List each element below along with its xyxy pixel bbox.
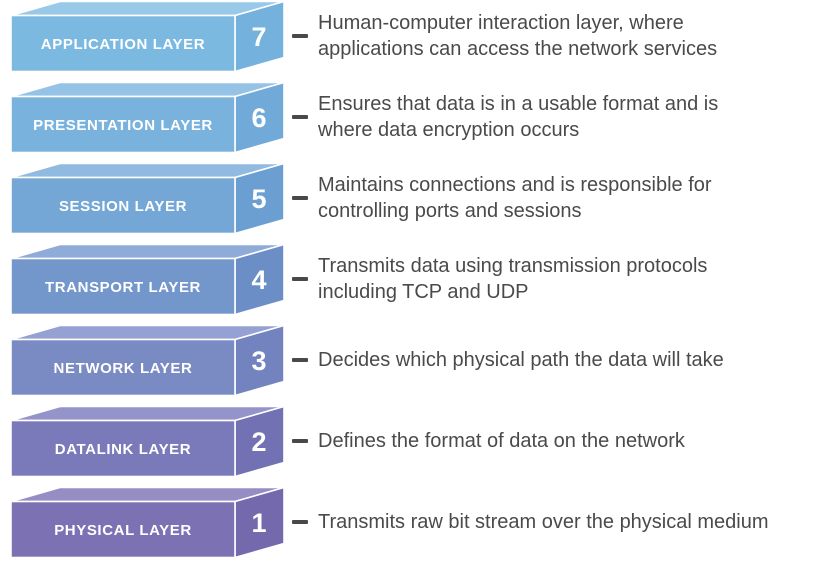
- layer-row-physical: PHYSICAL LAYER 1 Transmits raw bit strea…: [0, 486, 825, 558]
- layer-description-row: Maintains connections and is responsible…: [292, 162, 825, 234]
- box-front-face: [10, 338, 236, 396]
- layer-box-3d: PRESENTATION LAYER 6: [10, 81, 285, 153]
- layer-box-3d: PHYSICAL LAYER 1: [10, 486, 285, 558]
- layer-row-transport: TRANSPORT LAYER 4 Transmits data using t…: [0, 243, 825, 315]
- layer-row-datalink: DATALINK LAYER 2 Defines the format of d…: [0, 405, 825, 477]
- layer-number: 6: [251, 103, 266, 133]
- layer-description-row: Ensures that data is in a usable format …: [292, 81, 825, 153]
- layer-description: Decides which physical path the data wil…: [318, 349, 724, 371]
- layer-box-3d: NETWORK LAYER 3: [10, 324, 285, 396]
- layer-description: Ensures that data is in a usable format …: [318, 93, 719, 141]
- layer-description-row: Transmits data using transmission protoc…: [292, 243, 825, 315]
- box-front-face: [10, 257, 236, 315]
- layer-label: NETWORK LAYER: [54, 360, 193, 377]
- box-front-face: [10, 500, 236, 558]
- layer-label: DATALINK LAYER: [55, 441, 191, 458]
- dash-icon: [292, 520, 308, 524]
- layer-number: 1: [251, 508, 266, 538]
- layer-row-presentation: PRESENTATION LAYER 6 Ensures that data i…: [0, 81, 825, 153]
- layer-label: TRANSPORT LAYER: [45, 279, 201, 296]
- layer-box-3d: APPLICATION LAYER 7: [10, 0, 285, 72]
- layer-description-row: Transmits raw bit stream over the physic…: [292, 486, 825, 558]
- dash-icon: [292, 277, 308, 281]
- layer-description-row: Defines the format of data on the networ…: [292, 405, 825, 477]
- layer-number: 5: [251, 184, 266, 214]
- layer-box-3d: SESSION LAYER 5: [10, 162, 285, 234]
- layer-row-network: NETWORK LAYER 3 Decides which physical p…: [0, 324, 825, 396]
- layer-row-session: SESSION LAYER 5 Maintains connections an…: [0, 162, 825, 234]
- layer-box-3d: DATALINK LAYER 2: [10, 405, 285, 477]
- layer-label: SESSION LAYER: [59, 198, 187, 215]
- box-front-face: [10, 14, 236, 72]
- layer-label: PRESENTATION LAYER: [33, 117, 213, 134]
- layer-number: 4: [251, 265, 266, 295]
- layer-row-application: APPLICATION LAYER 7 Human-computer inter…: [0, 0, 825, 72]
- layer-description: Transmits raw bit stream over the physic…: [318, 511, 769, 533]
- layer-description-row: Human-computer interaction layer, where …: [292, 0, 825, 72]
- layer-label: APPLICATION LAYER: [41, 36, 205, 53]
- layer-number: 7: [251, 22, 266, 52]
- dash-icon: [292, 439, 308, 443]
- dash-icon: [292, 34, 308, 38]
- box-front-face: [10, 95, 236, 153]
- layer-number: 2: [251, 427, 266, 457]
- box-front-face: [10, 419, 236, 477]
- layer-description-row: Decides which physical path the data wil…: [292, 324, 825, 396]
- layer-description: Maintains connections and is responsible…: [318, 174, 712, 222]
- layer-description: Transmits data using transmission protoc…: [318, 255, 708, 303]
- layer-box-3d: TRANSPORT LAYER 4: [10, 243, 285, 315]
- layer-description: Human-computer interaction layer, where …: [318, 12, 718, 60]
- dash-icon: [292, 358, 308, 362]
- layer-label: PHYSICAL LAYER: [54, 522, 192, 539]
- layer-description: Defines the format of data on the networ…: [318, 430, 685, 452]
- layer-number: 3: [251, 346, 266, 376]
- dash-icon: [292, 115, 308, 119]
- box-front-face: [10, 176, 236, 234]
- dash-icon: [292, 196, 308, 200]
